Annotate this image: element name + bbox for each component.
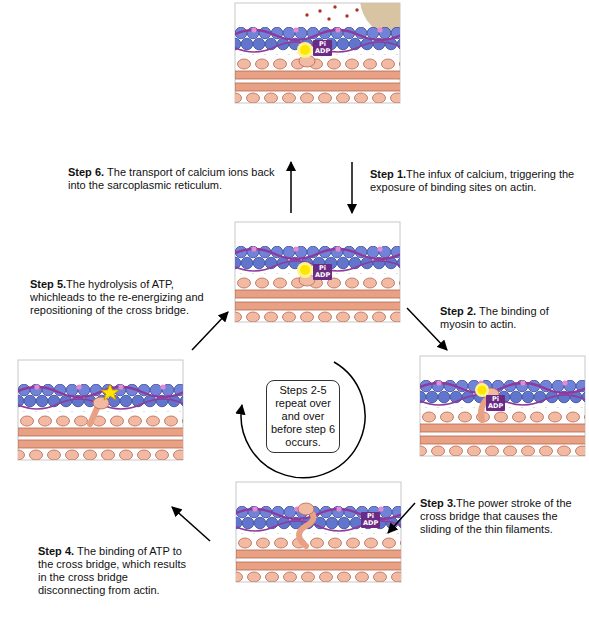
molecule-tag: PiADP xyxy=(361,512,380,528)
step-number: Step 3. xyxy=(420,497,456,509)
molecule-tag: PiADP xyxy=(486,395,505,411)
step-caption: Step 1.The infux of calcium, triggering … xyxy=(370,168,582,194)
step-caption: Step 3.The power stroke of the cross bri… xyxy=(420,497,584,536)
step-caption: Step 6.The transport of calcium ions bac… xyxy=(68,166,286,192)
step-number: Step 5. xyxy=(30,278,66,290)
molecule-label: Pi xyxy=(488,396,503,403)
step-number: Step 1. xyxy=(370,168,406,180)
molecule-label: Pi xyxy=(315,265,330,272)
molecule-label: ADP xyxy=(315,272,330,279)
cycle-arrows xyxy=(172,162,447,541)
molecule-label: ADP xyxy=(488,403,503,410)
step-caption: Step 5.The hydrolysis of ATP, whichleads… xyxy=(30,278,206,317)
step-caption: Step 2.The binding of myosin to actin. xyxy=(440,305,580,331)
step-number: Step 6. xyxy=(68,166,104,178)
molecule-label: ADP xyxy=(315,48,330,55)
molecule-tag: PiADP xyxy=(313,40,332,56)
molecule-label: Pi xyxy=(315,41,330,48)
repeat-note-text: Steps 2-5 repeat over and over before st… xyxy=(269,384,337,449)
step-caption: Step 4.The binding of ATP to the cross b… xyxy=(38,545,188,597)
molecule-tag: PiADP xyxy=(313,264,332,280)
step-number: Step 2. xyxy=(440,305,476,317)
molecule-label: ADP xyxy=(363,520,378,527)
molecule-label: Pi xyxy=(363,513,378,520)
repeat-note-box: Steps 2-5 repeat over and over before st… xyxy=(266,380,340,453)
step-number: Step 4. xyxy=(38,545,74,557)
